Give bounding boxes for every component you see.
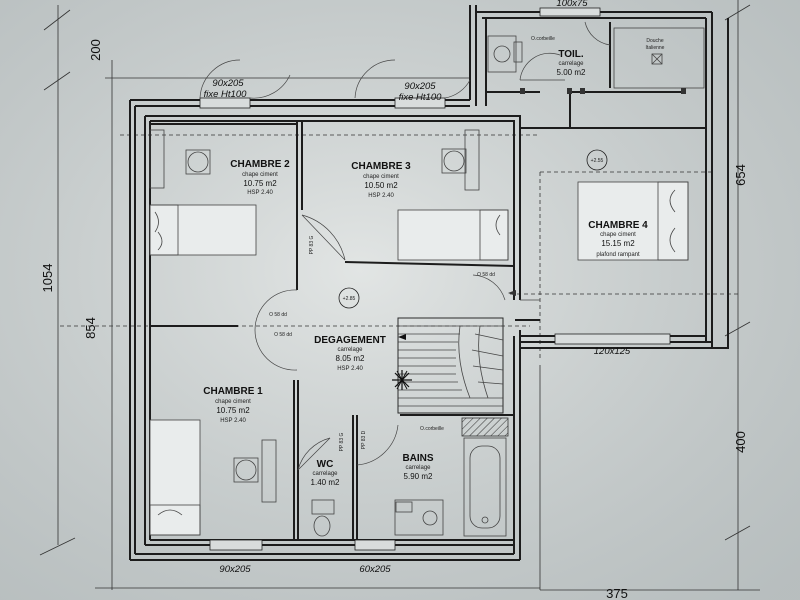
room-chambre-4: CHAMBRE 4 chape ciment 15.15 m2 plafond … (588, 220, 648, 258)
level-marker-toilette: +2.55 (586, 149, 608, 171)
doors (254, 21, 611, 471)
window-top-right-size: 100x75 (556, 0, 588, 9)
tag-bath: O.corbeille (420, 426, 444, 432)
staircase (392, 317, 504, 414)
room-height: HSP 2.40 (337, 366, 363, 372)
dim-top-200: 200 (88, 39, 103, 61)
room-name: CHAMBRE 2 (230, 159, 290, 170)
room-area: 5.00 m2 (557, 68, 586, 77)
svg-text:+2.55: +2.55 (591, 158, 604, 164)
room-name: BAINS (402, 453, 433, 464)
room-degagement: DEGAGEMENT carrelage 8.05 m2 HSP 2.40 (314, 335, 386, 372)
room-toilette: TOIL. carrelage 5.00 m2 (557, 49, 586, 77)
tag-door-pp1: PP 83 G (309, 235, 315, 254)
window-top-mid-note: fixe Ht100 (399, 92, 442, 103)
room-area: 8.05 m2 (336, 354, 365, 363)
window-top-left-note: fixe Ht100 (204, 89, 247, 100)
room-finish: carrelage (312, 471, 338, 477)
room-name: TOIL. (558, 49, 584, 60)
window-top-left-size: 90x205 (212, 78, 244, 89)
dim-left-854: 854 (83, 317, 98, 339)
room-height: HSP 2.40 (220, 418, 246, 424)
room-name: WC (317, 459, 334, 470)
room-name: CHAMBRE 1 (203, 386, 263, 397)
room-name: CHAMBRE 3 (351, 161, 411, 172)
shower-label-line1: Douche (646, 38, 663, 44)
walls (129, 5, 729, 561)
room-area: 10.50 m2 (364, 181, 398, 190)
shower-label-line2: Italienne (646, 45, 665, 51)
room-chambre-3: CHAMBRE 3 chape ciment 10.50 m2 HSP 2.40 (351, 161, 411, 199)
dim-right-400: 400 (733, 431, 748, 453)
room-area: 1.40 m2 (311, 478, 340, 487)
room-name: DEGAGEMENT (314, 335, 386, 346)
room-bains: BAINS carrelage 5.90 m2 (402, 453, 433, 481)
room-chambre-1: CHAMBRE 1 chape ciment 10.75 m2 HSP 2.40 (203, 386, 263, 424)
room-area: 5.90 m2 (404, 472, 433, 481)
window-bottom-left-size: 90x205 (219, 564, 251, 575)
stair-direction-star-icon (392, 370, 412, 390)
room-finish: carrelage (558, 61, 584, 67)
room-height: HSP 2.40 (368, 193, 394, 199)
window-top-mid-size: 90x205 (404, 81, 436, 92)
level-marker-hall: +2.85 (338, 287, 360, 309)
room-wc: WC carrelage 1.40 m2 (311, 459, 340, 487)
furniture (149, 27, 705, 537)
room-finish: chape ciment (242, 172, 278, 178)
tag-door-pp2: PP 83 D (361, 430, 367, 449)
room-height: plafond rampant (596, 252, 640, 258)
dim-left-1054: 1054 (40, 264, 55, 293)
room-chambre-2: CHAMBRE 2 chape ciment 10.75 m2 HSP 2.40 (230, 159, 290, 196)
room-height: HSP 2.40 (247, 190, 273, 196)
tag-hall-e: O 58 dd (477, 272, 495, 278)
room-finish: chape ciment (600, 232, 636, 238)
tag-hall-w2: O 58 dd (274, 332, 292, 338)
room-area: 10.75 m2 (243, 179, 277, 188)
svg-text:+2.85: +2.85 (343, 296, 356, 302)
room-area: 10.75 m2 (216, 406, 250, 415)
room-finish: chape ciment (215, 399, 251, 405)
windows-graphics (199, 7, 671, 551)
window-chambre4-size: 120x125 (594, 346, 631, 357)
tag-hall-w1: O 58 dd (269, 312, 287, 318)
tag-door-pp3: PP 83 G (339, 432, 345, 451)
room-name: CHAMBRE 4 (588, 220, 648, 231)
entry-arrow-icon (508, 290, 516, 296)
room-area: 15.15 m2 (601, 239, 635, 248)
dim-right-654: 654 (733, 164, 748, 186)
room-finish: carrelage (405, 465, 431, 471)
dimension-lines (39, 0, 760, 591)
room-finish: carrelage (337, 347, 363, 353)
room-finish: chape ciment (363, 174, 399, 180)
window-bottom-mid-size: 60x205 (359, 564, 391, 575)
tag-toilette: O.corbeille (531, 36, 555, 42)
stair-arrow-icon (398, 334, 406, 340)
dim-bottom-375: 375 (606, 586, 628, 600)
